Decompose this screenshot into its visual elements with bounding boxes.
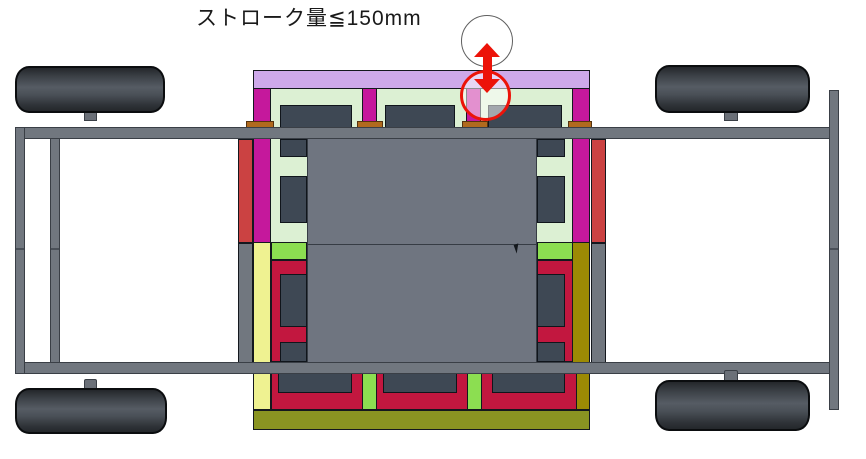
battery-module: [280, 139, 307, 157]
bar-seam: [830, 248, 838, 250]
bar-seam: [16, 248, 24, 250]
pack-rib-right: [572, 88, 590, 243]
chassis-top-rail: [15, 127, 838, 139]
divider-green: [362, 373, 377, 410]
battery-module: [383, 373, 457, 393]
battery-module: [537, 342, 565, 362]
side-rail-gray-right: [591, 243, 606, 363]
wheel-front-right: [655, 65, 810, 113]
battery-module: [280, 342, 307, 362]
wheel-rear-left: [15, 388, 167, 434]
pack-front-crossmember: [253, 70, 590, 89]
divider-green: [467, 373, 482, 410]
battery-module: [280, 105, 352, 128]
spacer-green-left: [271, 242, 307, 260]
pack-rear-crossmember: [253, 410, 590, 430]
battery-module: [278, 373, 352, 393]
side-rail-gray-left: [238, 243, 253, 363]
stroke-double-arrow-icon: [474, 43, 500, 93]
battery-module: [537, 139, 565, 157]
arrow-shaft: [482, 56, 492, 80]
wheel-rear-right: [655, 380, 810, 431]
bar-seam: [51, 248, 59, 250]
battery-module: [492, 373, 565, 393]
arrow-up-head: [474, 43, 500, 57]
stroke-annotation-label: ストローク量≦150mm: [196, 7, 422, 30]
battery-module: [280, 274, 307, 327]
side-rail-red-right: [591, 139, 606, 243]
side-rail-red-left: [238, 139, 253, 243]
battery-module: [537, 176, 565, 223]
arrow-down-head: [474, 79, 500, 93]
chassis-left-outer-bar: [15, 127, 25, 374]
chassis-left-inner-bar: [50, 138, 60, 363]
pack-cover-plate-upper: [307, 138, 537, 245]
battery-module: [280, 176, 307, 223]
spacer-green-right: [537, 242, 573, 260]
chassis-right-bar: [829, 90, 839, 410]
pack-rib-left: [253, 88, 271, 243]
pack-rib-yellow-left: [253, 242, 271, 410]
pack-cover-plate-lower: [307, 244, 537, 364]
battery-module: [537, 274, 565, 327]
wheel-front-left: [15, 66, 165, 113]
chassis-bottom-rail: [15, 362, 838, 374]
